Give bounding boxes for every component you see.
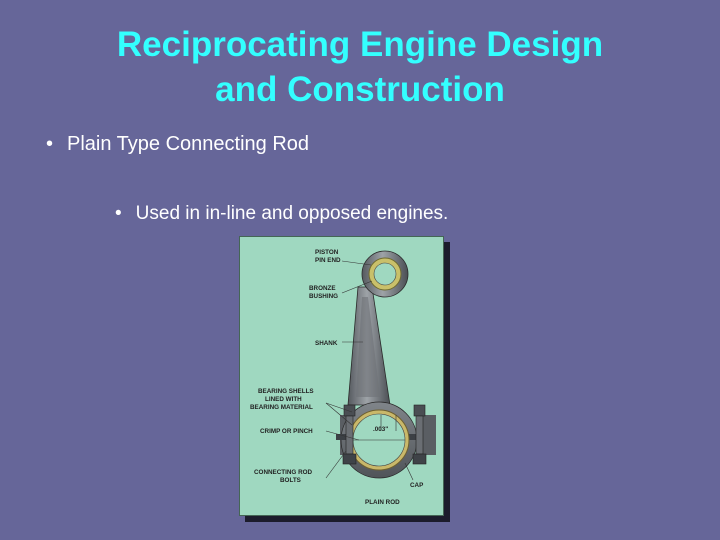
title-line-2: and Construction <box>215 70 505 109</box>
label-crimp: CRIMP OR PINCH <box>260 428 313 435</box>
slide-title: Reciprocating Engine Design and Construc… <box>0 22 720 112</box>
bullet-dot-icon: • <box>46 133 54 155</box>
label-rod-bolts-2: BOLTS <box>280 477 301 484</box>
label-clearance: .003" <box>373 426 388 433</box>
bullet-text-2: Used in in-line and opposed engines. <box>135 203 449 224</box>
label-pin-end: PIN END <box>315 257 341 264</box>
label-piston: PISTON <box>315 249 339 256</box>
bullet-item-2: • Used in in-line and opposed engines. <box>115 203 448 225</box>
label-bearing-1: BEARING SHELLS <box>258 388 314 395</box>
rod-shank <box>347 286 391 406</box>
bullet-text-1: Plain Type Connecting Rod <box>67 133 310 155</box>
diagram-labels: PISTON PIN END BRONZE BUSHING SHANK BEAR… <box>250 249 423 506</box>
label-cap: CAP <box>410 482 423 489</box>
label-rod-bolts-1: CONNECTING ROD <box>254 469 313 476</box>
label-bushing: BUSHING <box>309 293 338 300</box>
label-bearing-3: BEARING MATERIAL <box>250 404 313 411</box>
bullet-item-1: • Plain Type Connecting Rod <box>46 133 309 156</box>
label-plain-rod: PLAIN ROD <box>365 499 400 506</box>
label-bearing-2: LINED WITH <box>265 396 302 403</box>
connecting-rod-illustration: PISTON PIN END BRONZE BUSHING SHANK BEAR… <box>250 249 436 506</box>
piston-pin-end <box>361 250 409 298</box>
title-line-1: Reciprocating Engine Design <box>116 25 604 64</box>
connecting-rod-diagram: PISTON PIN END BRONZE BUSHING SHANK BEAR… <box>239 236 444 516</box>
rod-big-end <box>336 401 436 479</box>
leader-lines <box>325 260 414 481</box>
bullet-dot-icon: • <box>115 203 122 224</box>
label-bronze: BRONZE <box>309 285 336 292</box>
connecting-rod-bolts <box>342 404 427 465</box>
label-shank: SHANK <box>315 340 338 347</box>
